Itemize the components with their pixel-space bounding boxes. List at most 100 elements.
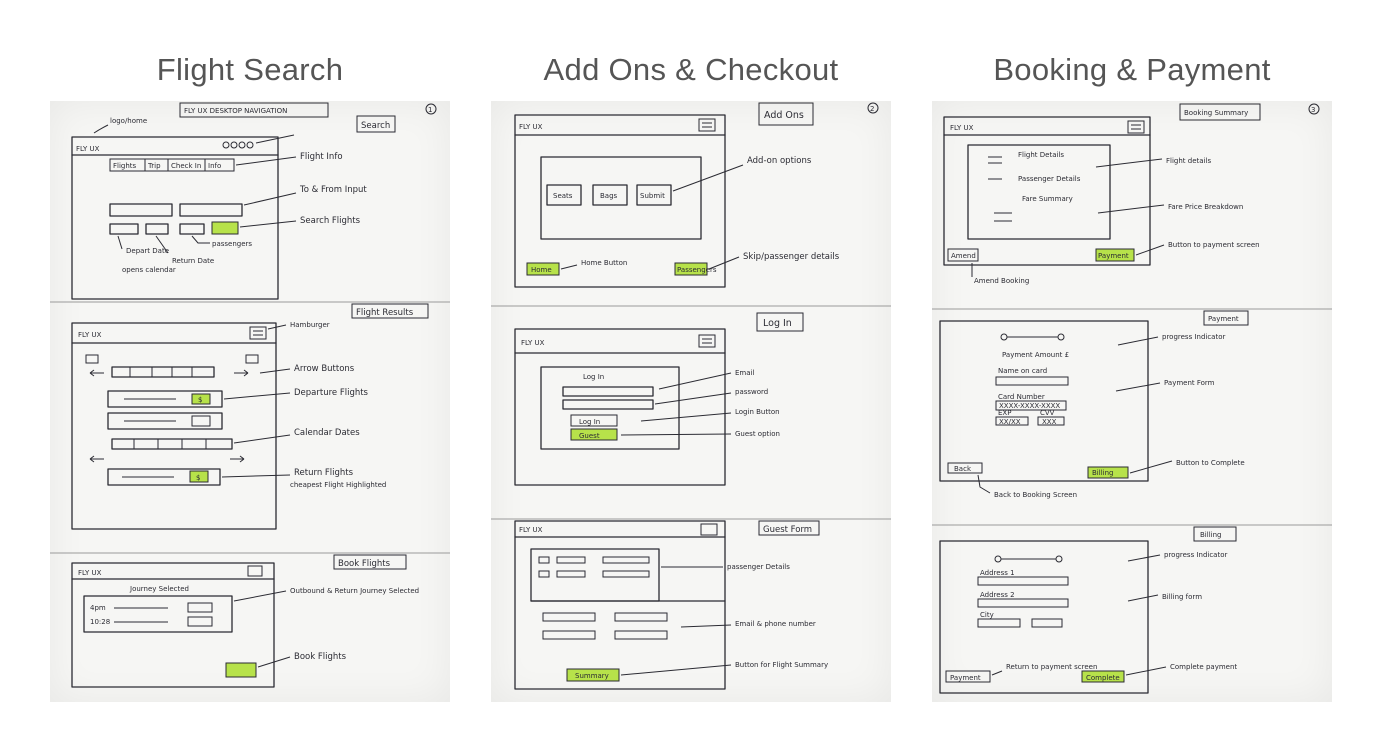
cvv-input [1037, 416, 1065, 426]
note-payment-form: Payment Form [1164, 379, 1215, 387]
annotation-arrow [977, 474, 991, 494]
wireframe-frame [71, 322, 277, 530]
note-guest-option: Guest option [735, 430, 780, 438]
complete-button-label: Complete [1086, 674, 1120, 682]
price-highlight [191, 393, 211, 405]
billing-payment-button-sketch [945, 670, 991, 683]
billing-button-sketch [1087, 466, 1129, 479]
wireframe-frame [514, 520, 726, 690]
email-input-sketch [562, 386, 654, 397]
hamburger-icon [700, 523, 718, 536]
page-number: 3 [1311, 106, 1315, 114]
price-box [187, 602, 213, 613]
note-flight-info: Flight Info [300, 152, 343, 162]
page-number-circle [1308, 103, 1320, 115]
guest-button-label: Guest [579, 432, 600, 440]
passengers-button-label: Passengers [677, 266, 717, 274]
home-button-label: Home [531, 266, 552, 274]
field-sketch [602, 570, 650, 578]
wireframe-logo: FLY UX [519, 526, 543, 534]
hamburger-icon [1127, 120, 1145, 134]
price-box [187, 616, 213, 627]
note-home-button: Home Button [581, 259, 627, 267]
address2-input [977, 598, 1069, 608]
section-tag-payment: Payment [1208, 315, 1239, 323]
payment-button-sketch [1095, 248, 1135, 262]
note-payment-button: Button to payment screen [1168, 241, 1260, 249]
passengers-button-sketch [674, 262, 708, 276]
annotation-arrow [1095, 158, 1163, 168]
journey-row-time: 10:28 [90, 618, 110, 626]
wireframe-logo: FLY UX [950, 124, 974, 132]
complete-button-sketch [1081, 670, 1125, 683]
addon-panel [540, 156, 702, 240]
note-complete-payment: Complete payment [1170, 663, 1237, 671]
payment-amount: Payment Amount £ [1002, 351, 1069, 359]
amend-button-label: Amend [951, 252, 976, 260]
note-email-phone: Email & phone number [735, 620, 816, 628]
note-fare-price: Fare Price Breakdown [1168, 203, 1243, 211]
login-heading: Log In [583, 373, 604, 381]
annotation-arrow [1125, 666, 1167, 676]
annotation-arrow [1135, 244, 1165, 256]
hamburger-icon [249, 326, 267, 340]
note-passenger-details: passenger Details [727, 563, 790, 571]
billing-button-label: Billing [1092, 469, 1113, 477]
wireframe-frame [939, 540, 1149, 694]
annotation-arrow [93, 124, 109, 134]
date-box-sketch [145, 223, 169, 235]
note-depart-date: Depart Date [126, 247, 169, 255]
column-title-flight-search: Flight Search [156, 52, 344, 87]
note-cheapest: cheapest Flight Highlighted [290, 481, 386, 489]
sketch-sheet-flight-search: FLY UX DESKTOP NAVIGATION 1 Search logo/… [50, 101, 450, 702]
note-login-button: Login Button [735, 408, 780, 416]
page-number-circle [425, 103, 437, 115]
address1-label: Address 1 [980, 569, 1015, 577]
add-ons-checkout-sketch: 2 Add Ons FLY UX Seats Bags Submit Add-o… [491, 102, 891, 690]
city-label: City [980, 611, 994, 619]
page-number: 1 [428, 106, 432, 114]
name-on-card-input [995, 376, 1069, 386]
flag-sketch [85, 354, 99, 364]
address1-input [977, 576, 1069, 586]
page-number-circle [867, 102, 879, 114]
billing-payment-button-label: Payment [950, 674, 981, 682]
dot-icon [238, 141, 246, 149]
journey-row-time: 4pm [90, 604, 106, 612]
flight-search-sketch: FLY UX DESKTOP NAVIGATION 1 Search logo/… [50, 102, 450, 688]
summary-panel [967, 144, 1111, 240]
annotation-arrow [560, 264, 578, 270]
section-tag-box [356, 115, 396, 133]
dot-icon [230, 141, 238, 149]
hamburger-icon [247, 565, 263, 577]
flag-sketch [245, 354, 259, 364]
wireframe-logo: FLY UX [78, 331, 102, 339]
flight-row-sketch [107, 412, 223, 430]
nav-tabs-box [109, 158, 235, 172]
note-password: password [735, 388, 768, 396]
summary-line-fare: Fare Summary [1022, 195, 1073, 203]
to-input-sketch [179, 203, 243, 217]
wireframe-frame [71, 562, 275, 688]
addon-seats: Seats [553, 192, 573, 200]
flight-row-sketch [107, 390, 223, 408]
wireframe-frame [939, 320, 1149, 482]
tab-check-in: Check In [171, 162, 201, 170]
annotation-arrow [117, 235, 123, 250]
annotation-arrow [221, 474, 291, 478]
note-calendar-dates: Calendar Dates [294, 428, 360, 438]
journey-selected: Journey Selected [129, 585, 189, 593]
annotation-arrow [223, 392, 291, 400]
progress-dot [1055, 555, 1063, 563]
cvv-value: XXX [1042, 418, 1057, 426]
back-button-label: Back [954, 465, 972, 473]
note-search-flights: Search Flights [300, 216, 361, 226]
column-title-booking-payment: Booking & Payment [993, 52, 1271, 87]
annotation-arrow [991, 670, 1003, 676]
sketch-sheet-add-ons-checkout: 2 Add Ons FLY UX Seats Bags Submit Add-o… [491, 101, 891, 702]
note-flight-details: Flight details [1166, 157, 1211, 165]
annotation-arrow [1097, 204, 1165, 214]
back-button-sketch [947, 462, 983, 474]
from-input-sketch [109, 203, 173, 217]
header-note-box [179, 102, 329, 118]
